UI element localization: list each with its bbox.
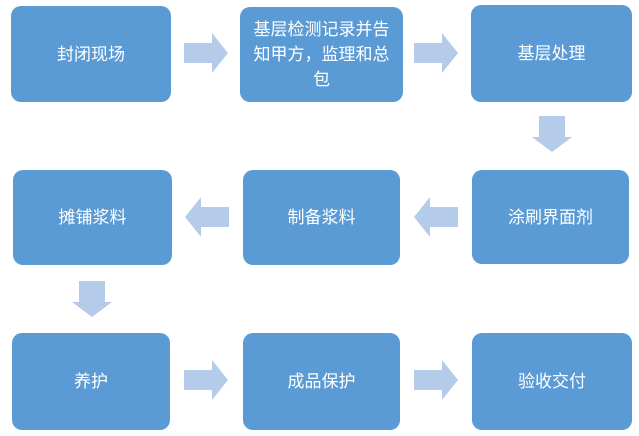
flow-step-apply-interface-agent: 涂刷界面剂 [472,170,629,264]
block-arrow-right-icon [184,33,228,73]
block-arrow-right-icon [184,360,228,400]
flow-step-label: 摊铺浆料 [58,208,127,227]
block-arrow-left-icon [185,197,229,237]
flow-step-close-site: 封闭现场 [11,6,171,102]
block-arrow-right-icon [414,360,458,400]
flow-step-label: 制备浆料 [287,208,356,227]
flow-step-base-inspection-record: 基层检测记录并告知甲方，监理和总包 [240,7,403,102]
flow-step-label: 基层检测记录并告知甲方，监理和总包 [253,20,390,89]
flow-step-curing: 养护 [12,333,170,430]
flow-step-spread-slurry: 摊铺浆料 [13,170,172,265]
flow-step-prepare-slurry: 制备浆料 [243,170,400,265]
block-arrow-down-icon [72,281,112,317]
flow-step-acceptance-delivery: 验收交付 [472,333,632,430]
block-arrow-left-icon [414,197,458,237]
flow-step-label: 涂刷界面剂 [508,207,593,227]
block-arrow-down-icon [532,116,572,152]
flow-step-label: 封闭现场 [57,44,125,64]
flow-step-product-protection: 成品保护 [243,333,400,430]
flow-step-base-treatment: 基层处理 [471,5,632,102]
flow-step-label: 验收交付 [518,372,586,391]
flow-step-label: 养护 [74,372,108,391]
flow-step-label: 基层处理 [517,44,586,63]
block-arrow-right-icon [414,33,458,73]
flow-step-label: 成品保护 [287,372,356,391]
